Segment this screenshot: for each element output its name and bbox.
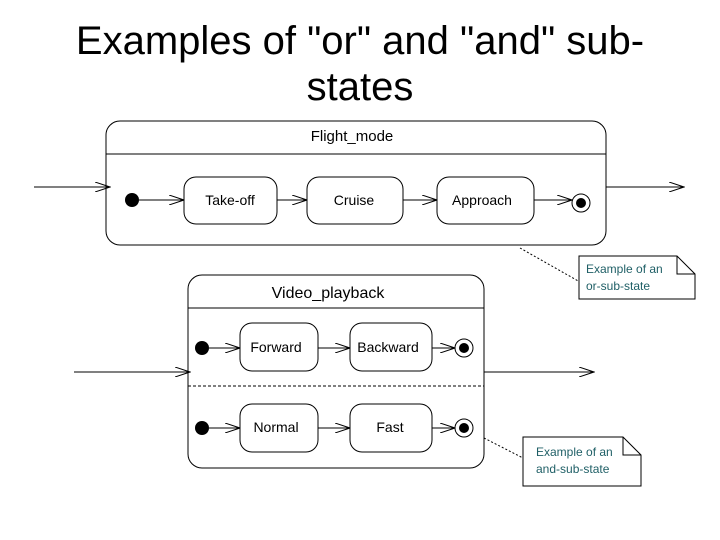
state-fast: Fast	[349, 403, 433, 453]
flight-final-state	[571, 193, 591, 213]
or-sub-state-note: Example of an or-sub-state	[578, 255, 696, 300]
or-note-line-1: Example of an	[586, 262, 663, 276]
region1-initial-state	[195, 341, 209, 355]
region2-final-state	[454, 418, 474, 438]
state-take-off-label: Take-off	[205, 192, 255, 208]
flight-mode-label: Flight_mode	[311, 128, 394, 145]
or-note-connector	[519, 247, 581, 283]
and-note-line-1: Example of an	[536, 445, 613, 459]
title-line-2: states	[306, 65, 414, 109]
state-approach-label: Approach	[452, 192, 512, 208]
state-normal: Normal	[239, 403, 319, 453]
video-playback-state: Video_playback	[187, 274, 485, 469]
state-cruise-label: Cruise	[334, 192, 375, 208]
title-line-1: Examples of "or" and "and" sub-	[75, 19, 645, 63]
or-note-line-2: or-sub-state	[586, 279, 650, 293]
and-note-line-2: and-sub-state	[536, 462, 610, 476]
flight-initial-state	[125, 193, 139, 207]
state-fast-label: Fast	[376, 419, 403, 435]
slide-title: Examples of "or" and "and" sub- states	[0, 18, 720, 110]
state-approach: Approach	[436, 176, 535, 225]
video-playback-label: Video_playback	[272, 285, 386, 302]
state-backward-label: Backward	[357, 339, 418, 355]
state-take-off: Take-off	[183, 176, 278, 225]
state-normal-label: Normal	[253, 419, 298, 435]
state-forward-label: Forward	[250, 339, 301, 355]
state-backward: Backward	[349, 322, 433, 372]
and-sub-state-note: Example of an and-sub-state	[522, 436, 642, 487]
state-cruise: Cruise	[306, 176, 404, 225]
and-note-connector	[483, 437, 524, 459]
state-forward: Forward	[239, 322, 319, 372]
region1-final-state	[454, 338, 474, 358]
region2-initial-state	[195, 421, 209, 435]
